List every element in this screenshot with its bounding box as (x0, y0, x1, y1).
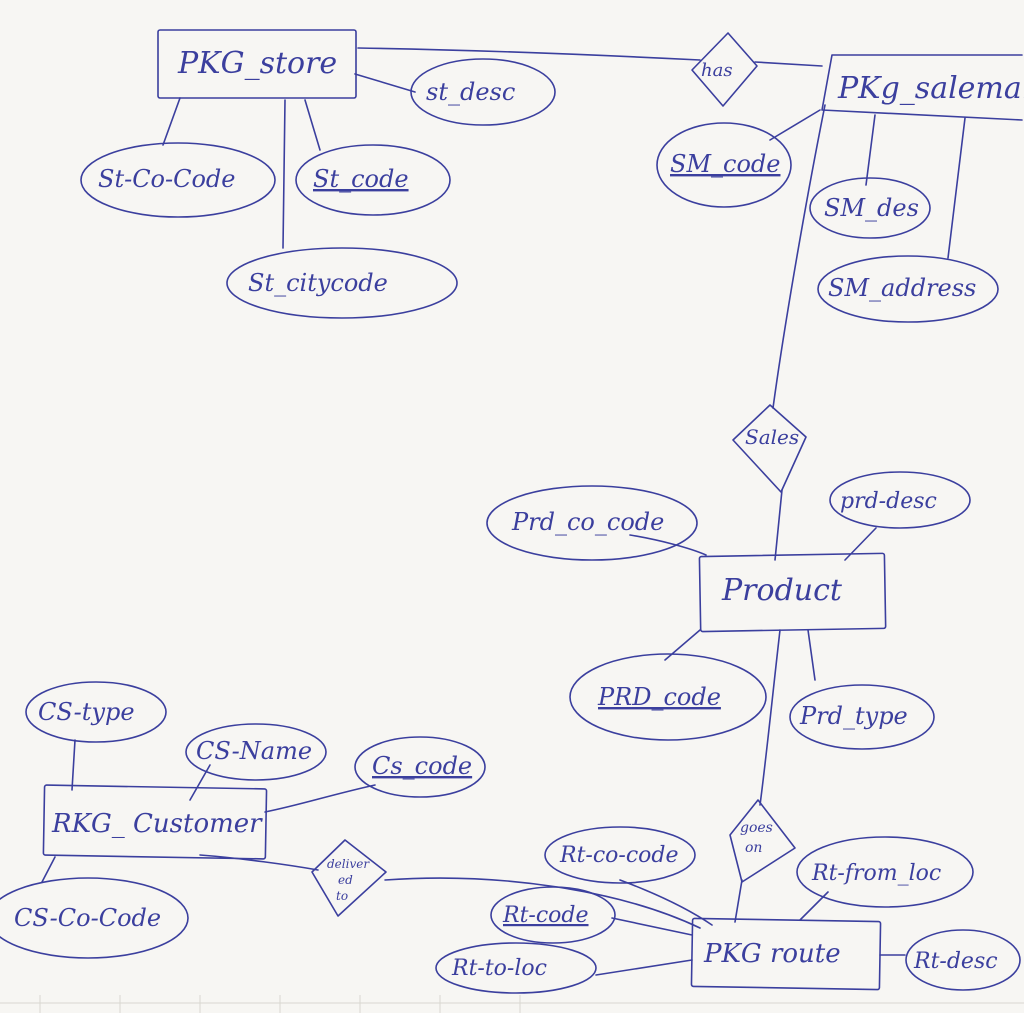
relationship-goes-on: goes on (729, 799, 796, 883)
attribute-st-desc: st_desc (410, 58, 556, 126)
relationship-label: has (701, 60, 733, 81)
attribute-label: Rt-desc (913, 949, 998, 974)
attribute-prd-type: Prd_type (789, 684, 935, 750)
attribute-prd-co-code: Prd_co_code (486, 485, 698, 561)
entity-label: RKG_ Customer (51, 809, 263, 839)
attribute-label: Rt-co-code (559, 843, 679, 868)
attribute-sm-address: SM_address (817, 255, 999, 323)
attribute-cs-code: Cs_code (354, 736, 486, 798)
attribute-label: SM_code (670, 150, 780, 178)
entity-label: Product (721, 573, 843, 608)
attribute-cs-co-code: CS-Co-Code (0, 877, 189, 959)
entity-product: Product (698, 552, 887, 633)
attribute-label: Prd_co_code (511, 508, 664, 536)
attribute-rt-co-code: Rt-co-code (544, 826, 696, 884)
paper-grid (0, 995, 1024, 1013)
entity-pkg-customer: RKG_ Customer (42, 784, 268, 860)
attribute-st-co-code: St-Co-Code (80, 142, 276, 218)
relationship-label: Sales (745, 425, 799, 449)
attribute-label: Rt-from_loc (811, 861, 941, 886)
relationship-label: on (745, 840, 762, 856)
attribute-label: Rt-to-loc (451, 956, 547, 981)
attribute-label: St-Co-Code (98, 165, 236, 193)
attribute-rt-desc: Rt-desc (905, 929, 1021, 991)
attribute-label: prd-desc (840, 489, 937, 514)
relationship-delivered-to: deliver ed to (311, 839, 387, 917)
attribute-prd-desc: prd-desc (829, 471, 971, 529)
attribute-st-code: St_code (295, 144, 451, 216)
attribute-cs-type: CS-type (25, 681, 167, 743)
entity-pkg-saleman: PKg_saleman (821, 54, 1024, 121)
attribute-label: Rt-code (502, 903, 589, 928)
attribute-prd-code: PRD_code (569, 653, 767, 741)
relationship-has: has (691, 32, 758, 107)
attribute-rt-to-loc: Rt-to-loc (435, 942, 597, 994)
entity-label: PKg_saleman (837, 71, 1024, 106)
attribute-label: St_code (313, 165, 409, 193)
attribute-st-citycode: St_citycode (226, 247, 458, 319)
attribute-label: st_desc (426, 78, 515, 106)
relationship-sales: Sales (732, 404, 807, 493)
connector-lines (41, 47, 966, 976)
attribute-label: St_citycode (248, 269, 388, 297)
entity-pkg-store: PKG_store (157, 29, 357, 99)
attribute-label: Prd_type (799, 702, 908, 730)
relationship-label: ed (338, 873, 353, 887)
entity-label: PKG_store (177, 46, 337, 81)
attribute-label: CS-Co-Code (14, 904, 161, 932)
attribute-label: Cs_code (372, 752, 472, 780)
attribute-sm-des: SM_des (809, 177, 931, 239)
attribute-rt-code: Rt-code (490, 886, 616, 944)
attribute-label: PRD_code (597, 683, 721, 711)
relationship-label: goes (740, 820, 773, 836)
attribute-rt-from-loc: Rt-from_loc (796, 836, 974, 908)
entity-label: PKG route (703, 939, 841, 969)
relationship-label: deliver (327, 857, 370, 871)
relationship-label: to (336, 889, 348, 903)
attribute-label: SM_address (828, 274, 976, 302)
attribute-cs-name: CS-Name (185, 723, 327, 781)
attribute-label: CS-Name (196, 737, 312, 765)
entity-pkg-route: PKG route (690, 917, 882, 991)
attribute-label: CS-type (38, 698, 135, 726)
attribute-sm-code: SM_code (656, 122, 792, 208)
attribute-label: SM_des (824, 194, 919, 222)
